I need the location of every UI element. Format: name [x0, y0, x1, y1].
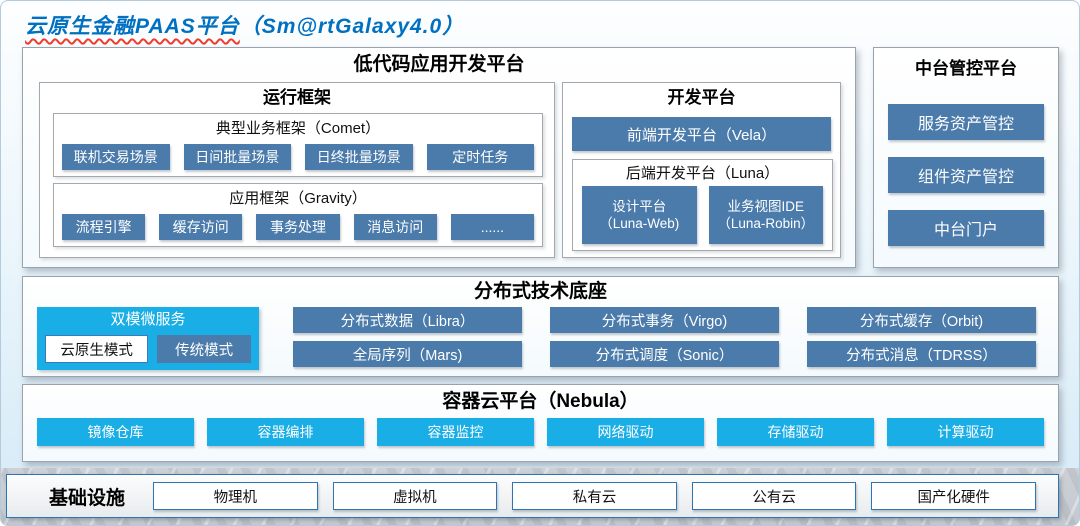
- gravity-framework-box: 应用框架（Gravity） 流程引擎 缓存访问 事务处理 消息访问 ......: [53, 183, 543, 247]
- block-distributed-transaction-virgo: 分布式事务（Virgo): [550, 307, 779, 333]
- comet-framework-title: 典型业务框架（Comet）: [215, 120, 381, 137]
- block-frontend-dev-vela: 前端开发平台（Vela）: [572, 117, 831, 151]
- luna-web-line2: （Luna-Web): [599, 216, 680, 231]
- gravity-framework-title: 应用框架（Gravity）: [229, 190, 367, 207]
- infrastructure-band: 基础设施 物理机 虚拟机 私有云 公有云 国产化硬件: [1, 468, 1079, 525]
- lowcode-platform-panel: 低代码应用开发平台 运行框架 典型业务框架（Comet） 联机交易场景 日间批量…: [22, 47, 856, 268]
- luna-backend-box: 后端开发平台（Luna） 设计平台 （Luna-Web) 业务视图IDE （Lu…: [572, 159, 833, 251]
- block-transaction-processing: 事务处理: [256, 214, 340, 240]
- block-daytime-batch: 日间批量场景: [183, 144, 291, 170]
- block-traditional-mode: 传统模式: [157, 335, 251, 363]
- block-private-cloud: 私有云: [512, 482, 677, 510]
- block-component-asset-mgmt: 组件资产管控: [888, 157, 1044, 193]
- block-virtual-machine: 虚拟机: [332, 482, 498, 510]
- container-cloud-title: 容器云平台（Nebula）: [442, 391, 639, 412]
- dual-mode-title: 双模微服务: [110, 311, 186, 328]
- block-image-registry: 镜像仓库: [37, 418, 194, 446]
- dual-mode-microservice-box: 双模微服务 云原生模式 传统模式: [37, 307, 259, 370]
- block-container-monitoring: 容器监控: [377, 418, 534, 446]
- page-title-main: 云原生金融PAAS平台: [25, 15, 240, 38]
- block-public-cloud: 公有云: [691, 482, 857, 510]
- block-distributed-data-libra: 分布式数据（Libra）: [293, 307, 522, 333]
- block-global-sequence-mars: 全局序列（Mars): [293, 341, 522, 367]
- block-design-platform-luna-web: 设计平台 （Luna-Web): [582, 186, 697, 244]
- page-title: 云原生金融PAAS平台（Sm@rtGalaxy4.0）: [25, 10, 464, 40]
- distributed-base-panel: 分布式技术底座 双模微服务 云原生模式 传统模式 分布式数据（Libra） 分布…: [22, 276, 1059, 377]
- block-compute-driver: 计算驱动: [887, 418, 1044, 446]
- block-cache-access: 缓存访问: [159, 214, 243, 240]
- block-storage-driver: 存储驱动: [717, 418, 874, 446]
- block-network-driver: 网络驱动: [547, 418, 704, 446]
- container-cloud-panel: 容器云平台（Nebula） 镜像仓库 容器编排 容器监控 网络驱动 存储驱动 计…: [22, 384, 1059, 462]
- block-scheduled-task: 定时任务: [426, 144, 534, 170]
- midplatform-panel: 中台管控平台 服务资产管控 组件资产管控 中台门户: [873, 47, 1059, 268]
- luna-robin-line1: 业务视图IDE: [727, 199, 804, 214]
- block-distributed-scheduler-sonic: 分布式调度（Sonic）: [550, 341, 779, 367]
- block-midplatform-portal: 中台门户: [888, 210, 1044, 246]
- comet-framework-box: 典型业务框架（Comet） 联机交易场景 日间批量场景 日终批量场景 定时任务: [53, 113, 543, 177]
- block-distributed-cache-orbit: 分布式缓存（Orbit): [807, 307, 1036, 333]
- block-distributed-message-tdrss: 分布式消息（TDRSS）: [807, 341, 1036, 367]
- runtime-framework-title: 运行框架: [263, 88, 331, 107]
- block-business-view-ide-luna-robin: 业务视图IDE （Luna-Robin）: [708, 186, 823, 244]
- block-more-ellipsis: ......: [450, 214, 535, 240]
- page-title-suffix: （Sm@rtGalaxy4.0）: [239, 15, 465, 38]
- luna-web-line1: 设计平台: [612, 199, 667, 214]
- block-physical-machine: 物理机: [153, 482, 318, 510]
- distributed-base-title: 分布式技术底座: [473, 281, 607, 302]
- block-service-asset-mgmt: 服务资产管控: [888, 104, 1044, 140]
- lowcode-platform-title: 低代码应用开发平台: [353, 54, 525, 75]
- luna-backend-title: 后端开发平台（Luna）: [625, 165, 780, 182]
- block-container-orchestration: 容器编排: [207, 418, 364, 446]
- infrastructure-title: 基础设施: [49, 487, 126, 509]
- dev-platform-title: 开发平台: [667, 88, 736, 107]
- block-eod-batch: 日终批量场景: [305, 144, 413, 170]
- infrastructure-strip: 基础设施 物理机 虚拟机 私有云 公有云 国产化硬件: [6, 474, 1059, 518]
- block-process-engine: 流程引擎: [62, 214, 146, 240]
- midplatform-title: 中台管控平台: [915, 59, 1017, 78]
- block-message-access: 消息访问: [353, 214, 437, 240]
- runtime-framework-box: 运行框架 典型业务框架（Comet） 联机交易场景 日间批量场景 日终批量场景 …: [39, 82, 555, 258]
- block-domestic-hardware: 国产化硬件: [871, 482, 1036, 510]
- luna-robin-line2: （Luna-Robin）: [717, 216, 815, 231]
- dev-platform-box: 开发平台 前端开发平台（Vela） 后端开发平台（Luna） 设计平台 （Lun…: [562, 82, 841, 258]
- block-cloud-native-mode: 云原生模式: [45, 335, 149, 363]
- block-online-trading: 联机交易场景: [62, 144, 170, 170]
